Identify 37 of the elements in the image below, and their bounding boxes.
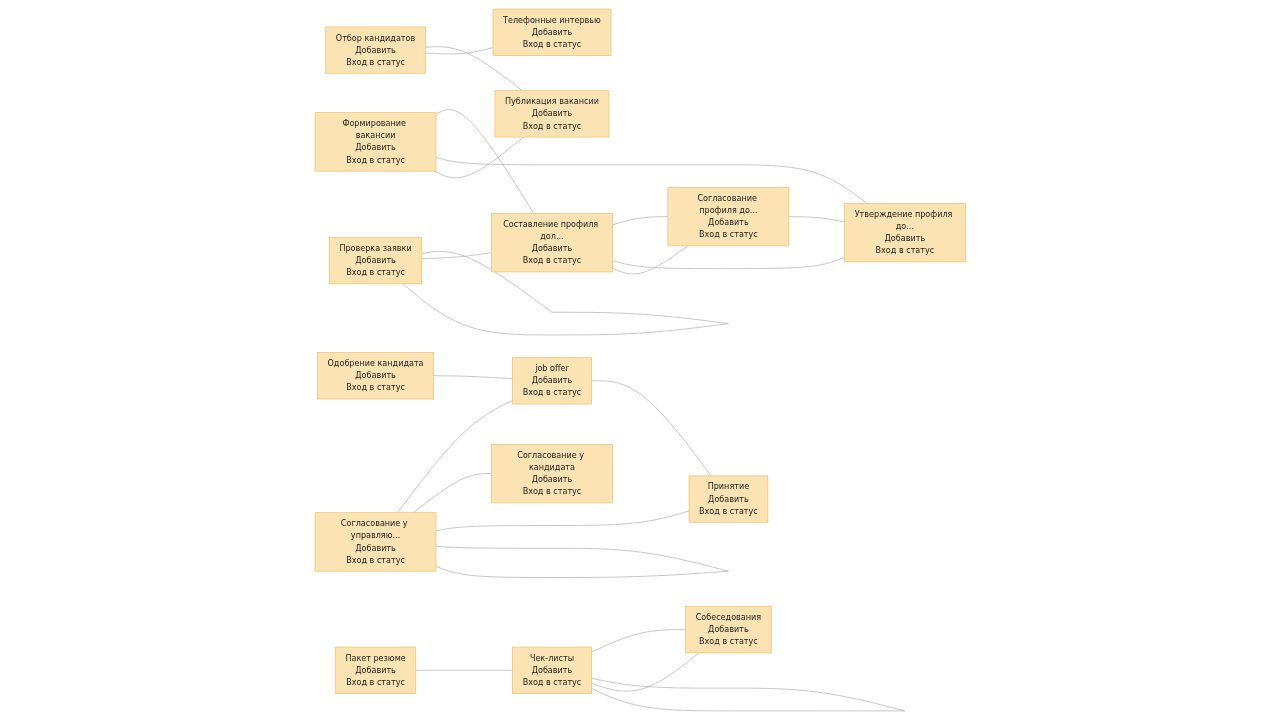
connector: [435, 545, 729, 578]
connector: [611, 245, 688, 275]
node-box: Отбор кандидатов Добавить Вход в статус: [325, 26, 426, 74]
node-box: Формирование вакансии Добавить Вход в статус: [314, 112, 437, 172]
node-box: Публикация вакансии Добавить Вход в статус: [494, 90, 610, 138]
node-box: Принятие Добавить Вход в статус: [688, 475, 768, 523]
connector: [788, 216, 845, 223]
connector: [590, 629, 686, 653]
connector: [424, 47, 494, 55]
node-box: Согласование у управляю... Добавить Вход в статус: [314, 512, 437, 572]
connector: [396, 400, 513, 514]
node-box: Составление профиля дол... Добавить Вход в статус: [490, 213, 613, 273]
connector: [433, 136, 524, 179]
node-box: Чек-листы Добавить Вход в статус: [512, 646, 592, 694]
node-box: Проверка заявки Добавить Вход в статус: [328, 237, 422, 285]
connector: [421, 252, 492, 260]
connector: [402, 251, 729, 336]
connector: [435, 157, 867, 204]
connector: [433, 375, 513, 379]
node-box: Согласование у кандидата Добавить Вход в статус: [490, 444, 613, 504]
connector: [590, 380, 712, 477]
connector: [415, 669, 513, 671]
connector: [611, 216, 669, 226]
node-box: job offer Добавить Вход в статус: [512, 357, 592, 405]
node-box: Телефонные интервью Добавить Вход в статус: [492, 8, 612, 56]
connector: [590, 652, 700, 692]
node-box: Собеседования Добавить Вход в статус: [685, 606, 772, 654]
connector: [435, 109, 534, 214]
connector: [424, 46, 523, 92]
node-box: Пакет резюме Добавить Вход в статус: [334, 646, 416, 694]
node-box: Утверждение профиля до... Добавить Вход в статус: [843, 203, 966, 263]
connector: [412, 473, 492, 514]
node-box: Согласование профиля до... Добавить Вход в статус: [667, 187, 790, 247]
connector: [590, 677, 905, 712]
connector: [611, 256, 845, 270]
connector: [435, 510, 690, 532]
node-box: Одобрение кандидата Добавить Вход в статус: [316, 352, 434, 400]
